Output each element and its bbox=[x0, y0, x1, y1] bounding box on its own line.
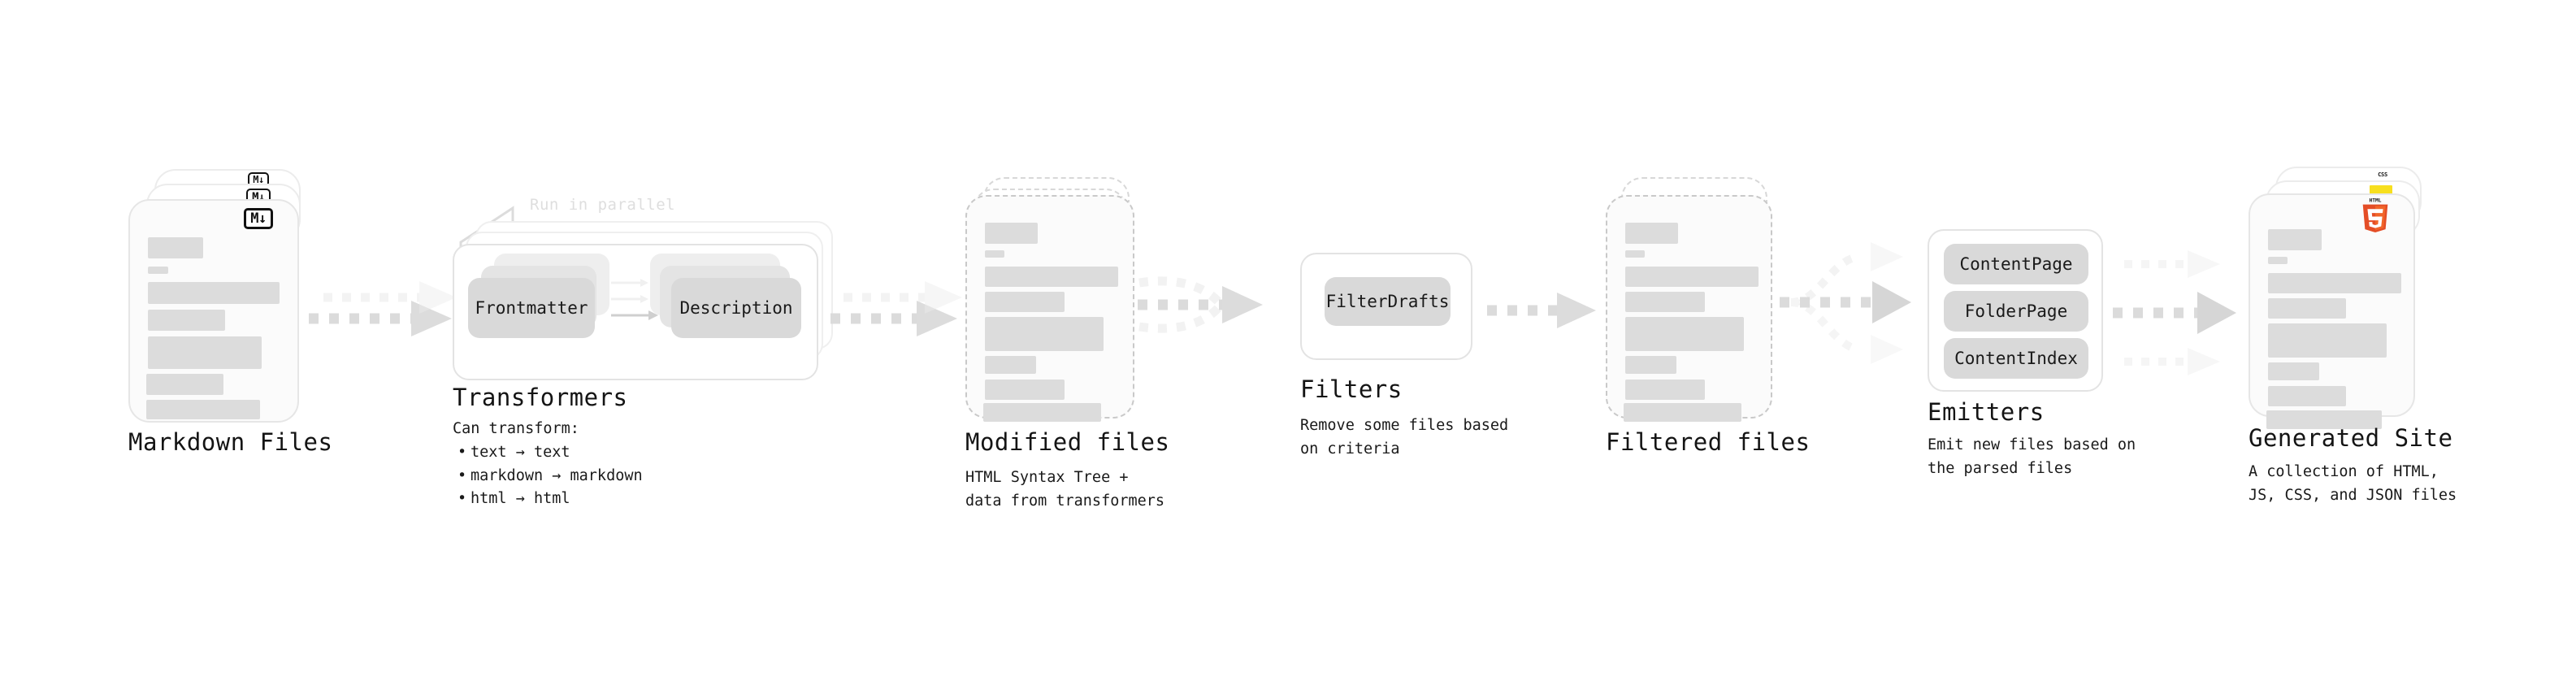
skeleton-line bbox=[2268, 298, 2346, 319]
markdown-badge-icon: M↓ bbox=[244, 208, 273, 229]
skeleton-line bbox=[1625, 380, 1705, 400]
skeleton-line bbox=[985, 317, 1104, 351]
stage-title-emitters: Emitters bbox=[1928, 398, 2045, 426]
skeleton-line bbox=[2268, 257, 2288, 264]
transformers-bullet-list: text → text markdown → markdown html → h… bbox=[453, 441, 643, 511]
skeleton-line bbox=[1625, 223, 1678, 244]
skeleton-line bbox=[148, 336, 262, 369]
emitter-node-contentpage[interactable]: ContentPage bbox=[1944, 244, 2088, 284]
skeleton-line bbox=[148, 282, 280, 304]
transformer-inner-arrows bbox=[611, 279, 658, 320]
stage-subtitle-generated-site: A collection of HTML, JS, CSS, and JSON … bbox=[2249, 463, 2457, 504]
skeleton-line bbox=[1625, 317, 1744, 351]
svg-text:HTML: HTML bbox=[2370, 198, 2382, 204]
stage-subtitle-emitters: Emit new files based on the parsed files bbox=[1928, 436, 2136, 477]
skeleton-line bbox=[2266, 410, 2382, 429]
stage-title-generated-site: Generated Site bbox=[2249, 424, 2453, 452]
stage-title-modified-files: Modified files bbox=[965, 428, 1170, 456]
skeleton-line bbox=[1625, 250, 1645, 258]
skeleton-line bbox=[2268, 229, 2322, 250]
bullet-item: text → text bbox=[453, 441, 643, 465]
skeleton-line bbox=[1625, 292, 1705, 312]
skeleton-line bbox=[146, 374, 223, 395]
stage-title-markdown-files: Markdown Files bbox=[128, 428, 333, 456]
transformer-node-description[interactable]: Description bbox=[671, 278, 801, 338]
flow-arrow-2 bbox=[830, 281, 962, 336]
skeleton-line bbox=[2268, 323, 2387, 358]
skeleton-line bbox=[985, 267, 1118, 287]
skeleton-line bbox=[983, 403, 1101, 422]
stage-title-filters: Filters bbox=[1300, 375, 1403, 403]
skeleton-line bbox=[146, 400, 260, 419]
emitter-node-folderpage[interactable]: FolderPage bbox=[1944, 291, 2088, 332]
skeleton-line bbox=[985, 223, 1038, 244]
markdown-badge-back: M↓ bbox=[248, 172, 269, 187]
skeleton-line bbox=[1624, 403, 1741, 422]
html5-badge-icon: HTML bbox=[2362, 198, 2388, 232]
css3-badge-label: CSS bbox=[2378, 171, 2387, 178]
skeleton-line bbox=[2268, 386, 2346, 406]
skeleton-line bbox=[148, 267, 168, 274]
skeleton-line bbox=[985, 250, 1004, 258]
emitter-node-contentindex[interactable]: ContentIndex bbox=[1944, 338, 2088, 379]
skeleton-line bbox=[2268, 362, 2319, 380]
filtered-card-front bbox=[1606, 195, 1772, 419]
stage-title-transformers: Transformers bbox=[453, 384, 628, 411]
flow-arrow-3 bbox=[1138, 276, 1263, 333]
bullet-item: html → html bbox=[453, 488, 643, 511]
skeleton-line bbox=[1625, 356, 1676, 374]
transformer-node-frontmatter[interactable]: Frontmatter bbox=[468, 278, 595, 338]
stage-subtitle-filters: Remove some files based on criteria bbox=[1300, 417, 1509, 458]
bullet-item: markdown → markdown bbox=[453, 465, 643, 488]
filter-node-filterdrafts[interactable]: FilterDrafts bbox=[1325, 277, 1451, 326]
flow-arrow-6-parallel bbox=[2113, 250, 2236, 375]
flow-arrow-4 bbox=[1487, 293, 1596, 328]
stage-subtitle-transformers: Can transform: bbox=[453, 420, 579, 437]
stage-title-filtered-files: Filtered files bbox=[1606, 428, 1811, 456]
skeleton-line bbox=[2268, 273, 2401, 293]
flow-arrow-1 bbox=[309, 281, 457, 336]
run-in-parallel-label: Run in parallel bbox=[530, 196, 676, 214]
stage-subtitle-modified-files: HTML Syntax Tree + data from transformer… bbox=[965, 469, 1165, 510]
skeleton-line bbox=[148, 310, 225, 331]
skeleton-line bbox=[985, 356, 1036, 374]
modified-card-front bbox=[965, 195, 1134, 419]
generated-card-front bbox=[2249, 193, 2415, 417]
skeleton-line bbox=[148, 237, 203, 258]
flow-arrow-5-fanout bbox=[1780, 242, 1911, 364]
skeleton-line bbox=[1625, 267, 1759, 287]
skeleton-line bbox=[985, 380, 1065, 400]
skeleton-line bbox=[985, 292, 1065, 312]
